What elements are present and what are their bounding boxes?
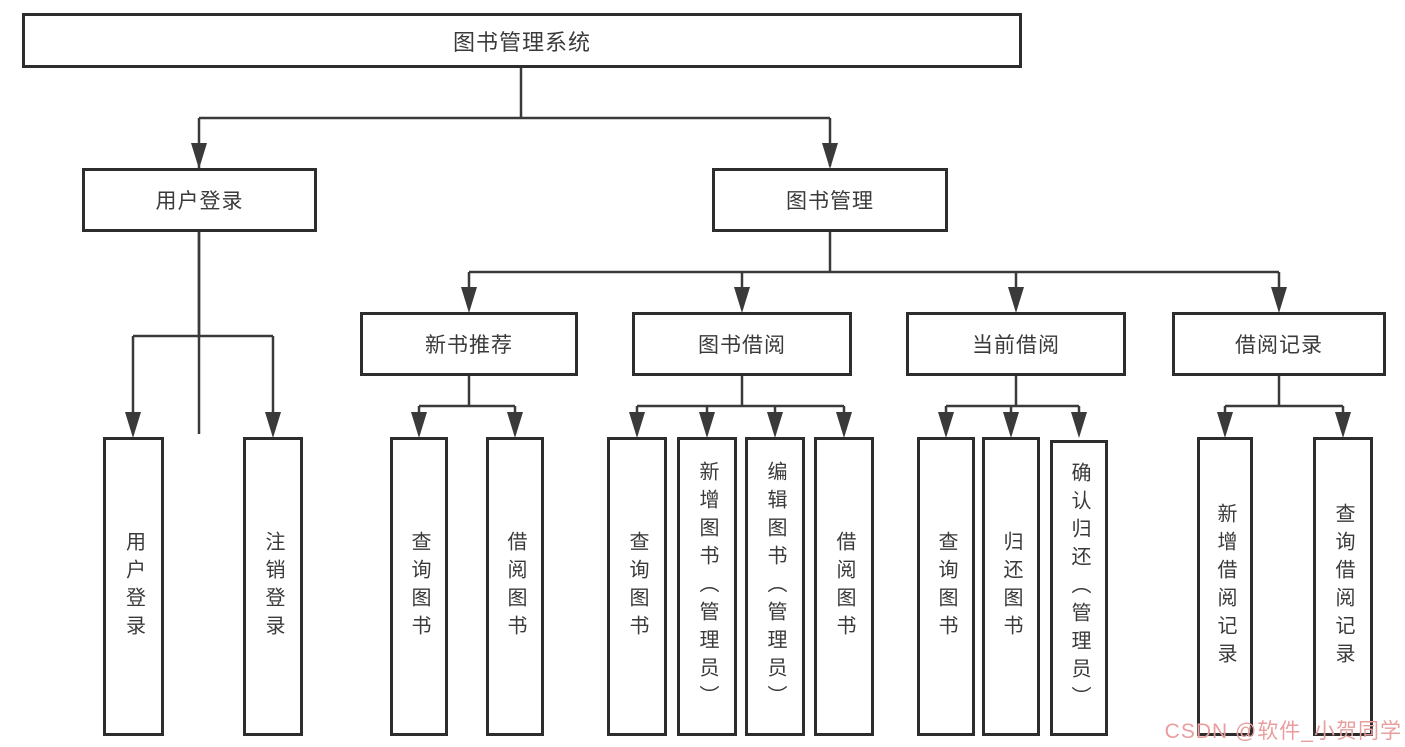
leaf-current-confirm-return-admin: 确认归还（管理员） [1050, 440, 1108, 736]
leaf-current-query-books: 查询图书 [917, 437, 975, 736]
leaf-recommend-borrow-books: 借阅图书 [486, 437, 544, 736]
leaf-borrowing-add-books-admin: 新增图书（管理员） [677, 437, 737, 736]
node-user-login: 用户登录 [82, 168, 317, 232]
leaf-records-query-borrow-record: 查询借阅记录 [1313, 437, 1373, 736]
leaf-current-return-books: 归还图书 [982, 437, 1040, 736]
node-borrowing-records: 借阅记录 [1172, 312, 1386, 376]
watermark-text: CSDN @软件_小贺同学 [1164, 720, 1402, 743]
node-library-management-system: 图书管理系统 [22, 13, 1022, 68]
node-current-borrowing: 当前借阅 [906, 312, 1126, 376]
leaf-user-login: 用户登录 [103, 437, 164, 736]
leaf-borrowing-edit-books-admin: 编辑图书（管理员） [745, 437, 805, 736]
leaf-recommend-query-books: 查询图书 [390, 437, 448, 736]
leaf-borrowing-borrow-books: 借阅图书 [814, 437, 874, 736]
node-book-management: 图书管理 [712, 168, 948, 232]
leaf-borrowing-query-books: 查询图书 [607, 437, 667, 736]
node-book-borrowing: 图书借阅 [632, 312, 852, 376]
leaf-records-add-borrow-record: 新增借阅记录 [1197, 437, 1253, 736]
leaf-logout-login: 注销登录 [243, 437, 303, 736]
node-new-book-recommend: 新书推荐 [360, 312, 578, 376]
